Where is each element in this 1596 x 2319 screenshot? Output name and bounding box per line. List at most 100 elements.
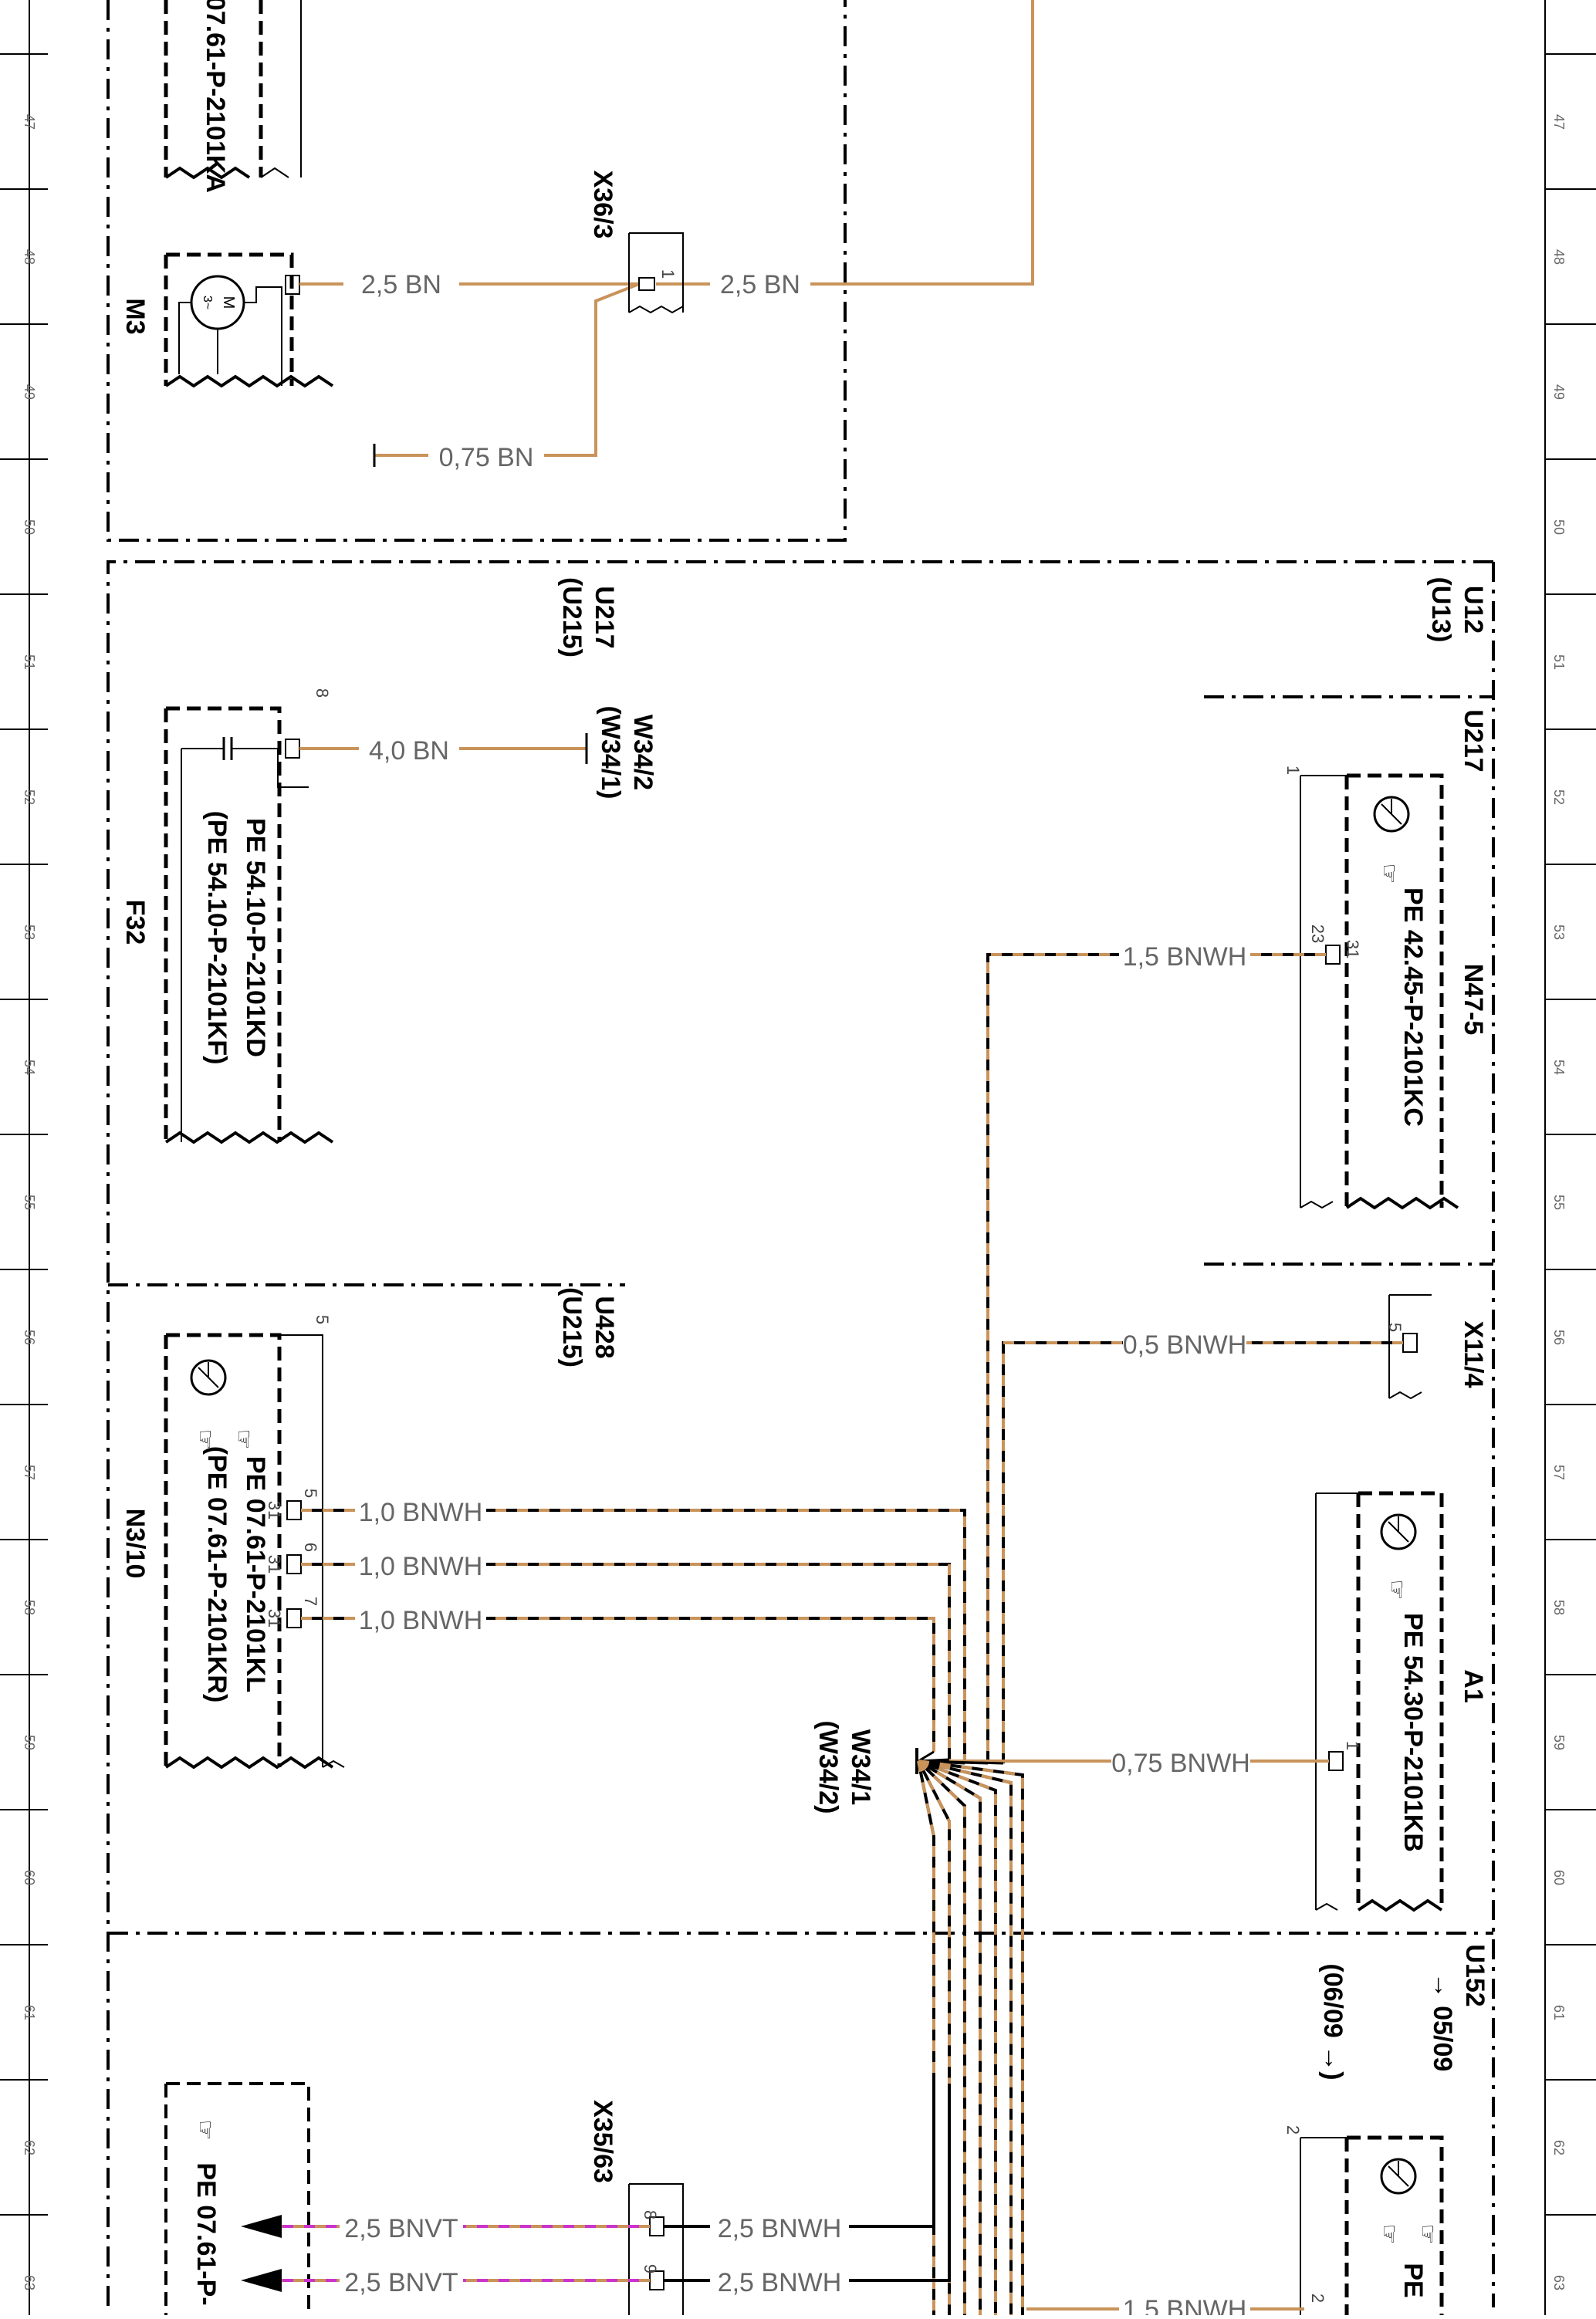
ref-u217: U217 <box>590 586 619 648</box>
component-m3: M 3~ M3 PE 07.61-P-2101KA <box>120 0 334 388</box>
a1-ref: A1 <box>1459 1669 1488 1702</box>
ref-u152-date-2: (06/09 →) <box>1318 1963 1347 2080</box>
zone-label-47-right: 47 <box>1551 114 1567 130</box>
zone-label-63: 63 <box>22 2275 37 2290</box>
zone-label-54: 54 <box>22 1060 37 1075</box>
wire-label-f32-40: 4,0 BN <box>369 736 449 766</box>
ref-u152: U152 <box>1460 1944 1489 2006</box>
n3-10-pe-ref-1: PE 07.61-P-2101KL <box>241 1456 270 1692</box>
connector-x35-63: 8 9 X35/63 <box>588 2100 684 2315</box>
wire-label-n3-a: 1,0 BNWH <box>359 1498 483 1527</box>
x35-pin-9: 9 <box>641 2264 660 2273</box>
zone-label-48: 48 <box>22 249 37 265</box>
ref-u215-a: (U215) <box>557 577 587 658</box>
zone-label-60-right: 60 <box>1551 1870 1567 1885</box>
n3-pin-31c: 31 <box>265 1609 284 1628</box>
zone-label-61: 61 <box>22 2005 37 2020</box>
f32-pe-ref-2: (PE 54.10-P-2101KF) <box>202 811 232 1065</box>
x35-pin-8: 8 <box>641 2210 660 2219</box>
wire-label-x35-bnvt-2: 2,5 BNVT <box>344 2268 458 2297</box>
transistor-icon <box>1380 1513 1417 1550</box>
zone-label-53: 53 <box>22 925 37 940</box>
n3-10-pe-ref-2: (PE 07.61-P-2101KR) <box>202 1446 232 1703</box>
zone-label-51: 51 <box>22 654 37 670</box>
ref-u13: (U13) <box>1426 576 1456 642</box>
transistor-icon <box>1380 2158 1417 2195</box>
connector-x36-3: 1 X36/3 <box>588 171 684 314</box>
x35-63-ref: X35/63 <box>588 2100 617 2183</box>
zone-label-56: 56 <box>22 1330 37 1345</box>
pointing-hand-icon: ☞ <box>1415 2224 1440 2245</box>
pointing-hand-icon: ☞ <box>192 2120 218 2141</box>
zone-label-47: 47 <box>22 114 37 130</box>
a1-pe-ref: PE 54.30-P-2101KB <box>1398 1613 1428 1852</box>
ref-w34-1: W34/1 <box>846 1729 875 1805</box>
zone-label-58-right: 58 <box>1551 1600 1567 1615</box>
m3-pe-ref: PE 07.61-P-2101KA <box>201 0 230 193</box>
n3-pin-5: 5 <box>301 1489 320 1498</box>
pointing-hand-icon: ☞ <box>192 1429 218 1450</box>
pointing-hand-icon: ☞ <box>1384 1580 1409 1601</box>
svg-text:M: M <box>220 296 237 309</box>
wire-label-branch-075: 0,75 BN <box>439 443 534 472</box>
right-zone-ruler: 47 48 49 50 51 52 53 54 55 56 57 58 59 6… <box>1544 0 1596 2315</box>
n47-pin-23: 23 <box>1308 925 1327 943</box>
f32-pe-ref-1: PE 54.10-P-2101KD <box>241 818 270 1057</box>
zone-label-49-right: 49 <box>1551 384 1567 400</box>
zone-label-55-right: 55 <box>1551 1195 1567 1210</box>
n47-pin-1: 1 <box>1283 766 1303 775</box>
left-zone-ruler: 47 48 49 50 51 52 53 54 55 56 57 58 59 6… <box>0 0 48 2315</box>
n3-pin-6: 6 <box>301 1543 320 1552</box>
wire-label-n3-c: 1,0 BNWH <box>359 1606 483 1635</box>
zone-label-50-right: 50 <box>1551 519 1567 535</box>
zone-label-55: 55 <box>22 1195 37 1210</box>
ref-w34-2: W34/2 <box>628 715 658 790</box>
n3-pin-top: 5 <box>313 1315 332 1324</box>
wire-label-x11-05: 0,5 BNWH <box>1123 1330 1247 1360</box>
component-n3-10: ☞ ☞ 5 5 6 7 31 31 31 N3/10 PE 07.61-P-21… <box>120 1315 345 1770</box>
connector-x11-4: 5 X11/4 <box>1385 1294 1488 1400</box>
component-a1: ☞ 1 A1 PE 54.30-P-2101KB <box>1315 1491 1488 1912</box>
n3-10-ref: N3/10 <box>120 1509 150 1579</box>
zone-label-52: 52 <box>22 789 37 805</box>
br-pin-2a: 2 <box>1283 2125 1303 2135</box>
br-pin-2b: 2 <box>1308 2294 1327 2303</box>
zone-label-58: 58 <box>22 1600 37 1615</box>
n3-wires <box>301 1509 966 1763</box>
wire-label-a1-075: 0,75 BNWH <box>1111 1749 1250 1778</box>
pointing-hand-icon: ☞ <box>1376 2224 1402 2245</box>
n3-pin-31b: 31 <box>265 1555 284 1574</box>
a1-pin-1: 1 <box>1343 1741 1362 1750</box>
transistor-icon <box>190 1359 227 1396</box>
wire-label-x35-bnwh-2: 2,5 BNWH <box>718 2268 842 2297</box>
zone-label-62: 62 <box>22 2140 37 2155</box>
x36-pin-1: 1 <box>658 269 678 279</box>
zone-label-63-right: 63 <box>1551 2275 1567 2290</box>
n47-5-ref: N47-5 <box>1459 964 1488 1036</box>
wire-label-x36-out: 2,5 BN <box>720 270 800 299</box>
wire-label-m3-x36: 2,5 BN <box>361 270 441 299</box>
zone-label-59: 59 <box>22 1735 37 1750</box>
ref-u428: U428 <box>590 1296 619 1358</box>
wire-top-right-bn <box>810 0 1034 286</box>
wire-label-n47-15: 1,5 BNWH <box>1123 942 1247 972</box>
bottom-left-module: ☞ PE 07.61-P- <box>164 2082 310 2315</box>
zone-label-54-right: 54 <box>1551 1060 1567 1075</box>
ref-u152-date-1: → 05/09 <box>1428 1973 1457 2072</box>
transistor-icon <box>1373 796 1410 833</box>
n47-5-pe-ref: PE 42.45-P-2101KC <box>1398 887 1428 1127</box>
arrow-left-icon <box>241 2269 282 2292</box>
x36-3-ref: X36/3 <box>588 171 617 239</box>
bottom-right-pe-ref: PE <box>1398 2263 1428 2297</box>
zone-label-52-right: 52 <box>1551 789 1567 805</box>
zone-label-49: 49 <box>22 384 37 400</box>
svg-text:3~: 3~ <box>201 296 214 309</box>
wire-label-x35-bnvt-1: 2,5 BNVT <box>344 2214 458 2243</box>
zone-label-57-right: 57 <box>1551 1465 1567 1480</box>
n3-pin-7: 7 <box>301 1597 320 1606</box>
ref-u215-b: (U215) <box>557 1287 587 1367</box>
component-n47-5: ☞ 1 23 31 N47-5 PE 42.45-P-2101KC <box>1283 766 1488 1210</box>
zone-label-51-right: 51 <box>1551 654 1567 670</box>
